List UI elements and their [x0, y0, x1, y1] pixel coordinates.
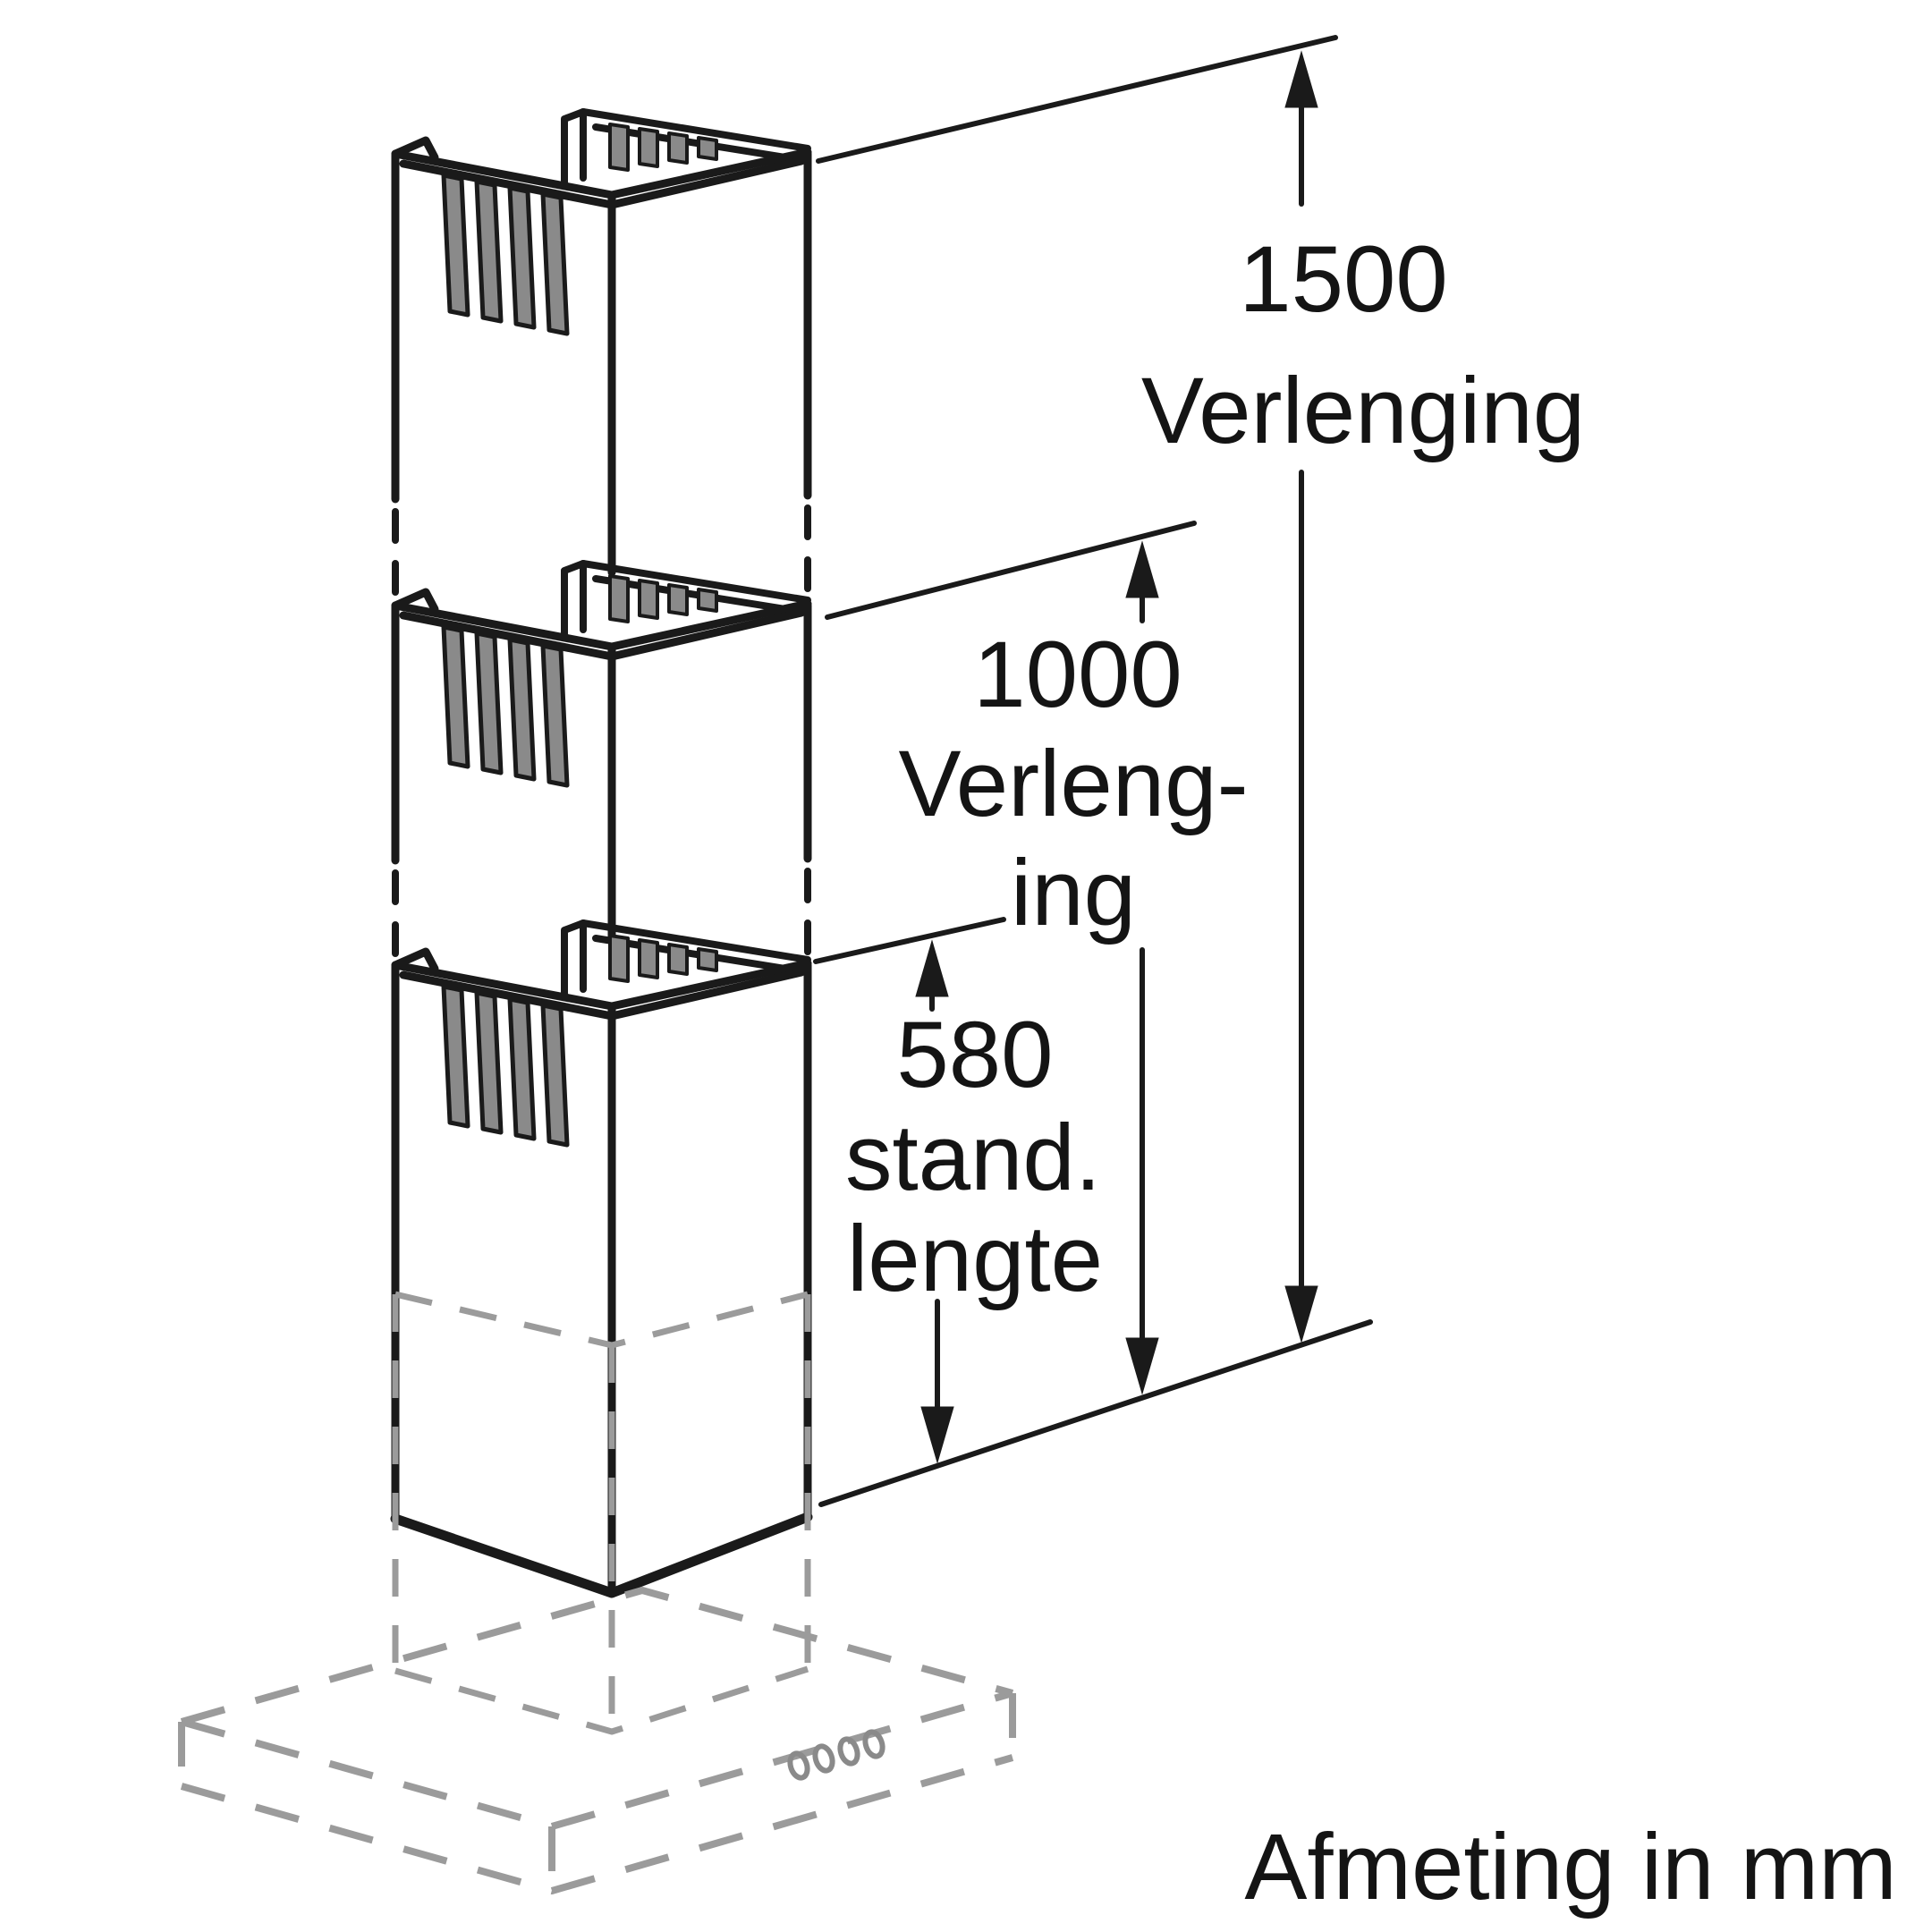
dim-1500-label: Verlenging — [1141, 359, 1585, 463]
left-vent-slots — [441, 984, 570, 1148]
hood-control-buttons — [787, 1729, 886, 1781]
dim-1000-label-line2: ing — [1011, 841, 1136, 945]
back-vent-slots — [608, 574, 718, 623]
left-vent-slots — [441, 173, 570, 336]
section-edges-hidden — [392, 868, 811, 962]
section-bottom-edge — [390, 1512, 813, 1598]
chimney-section-bottom — [390, 919, 813, 1598]
dim-line-1000 — [1125, 540, 1159, 1395]
rim — [391, 136, 812, 209]
dim-580-label-line2: lengte — [847, 1207, 1103, 1311]
dimension-lines — [813, 35, 1373, 1507]
arrow-up-icon — [1284, 50, 1318, 108]
back-vent-slots — [608, 934, 718, 983]
hood-top-back-edges — [180, 1587, 1014, 1725]
dim-580-label-line1: stand. — [845, 1106, 1101, 1210]
dim-line-580 — [915, 939, 954, 1464]
arrow-up-icon — [915, 939, 949, 997]
cooker-hood — [178, 1587, 1016, 1894]
arrow-down-icon — [1284, 1285, 1318, 1343]
chimney-section-top — [391, 108, 812, 601]
back-vent-slots — [608, 123, 718, 172]
hidden-duct — [392, 1291, 811, 1735]
ext-line-middle — [825, 521, 1197, 620]
arrow-up-icon — [1125, 540, 1159, 598]
left-vent-slots — [441, 624, 570, 788]
dim-1000-label-line1: Verleng- — [898, 732, 1248, 836]
overlap-top-edge — [394, 1291, 809, 1349]
dim-1000-value: 1000 — [973, 623, 1182, 727]
hood-bottom-face — [180, 1754, 1014, 1894]
dim-580-value: 580 — [896, 1003, 1053, 1107]
section-edges — [391, 601, 812, 942]
arrow-down-icon — [1125, 1337, 1159, 1395]
units-note: Afmeting in mm — [1244, 1815, 1896, 1919]
duct-footprint-edge — [394, 1665, 809, 1735]
section-edges-hidden — [392, 504, 811, 601]
dimension-labels: 1500 Verlenging 1000 Verleng- ing 580 st… — [845, 227, 1897, 1919]
dim-1500-value: 1500 — [1239, 227, 1448, 332]
rim — [391, 588, 812, 661]
arrow-down-icon — [920, 1406, 954, 1464]
dim-line-1500 — [1284, 50, 1318, 1343]
ext-line-top — [816, 35, 1338, 164]
rim — [391, 947, 812, 1021]
ext-line-bottom — [818, 1319, 1373, 1507]
hood-top-face — [180, 1690, 1014, 1830]
chimney-section-middle — [391, 560, 812, 962]
section-edges — [391, 149, 812, 577]
ext-line-580 — [813, 917, 1006, 964]
